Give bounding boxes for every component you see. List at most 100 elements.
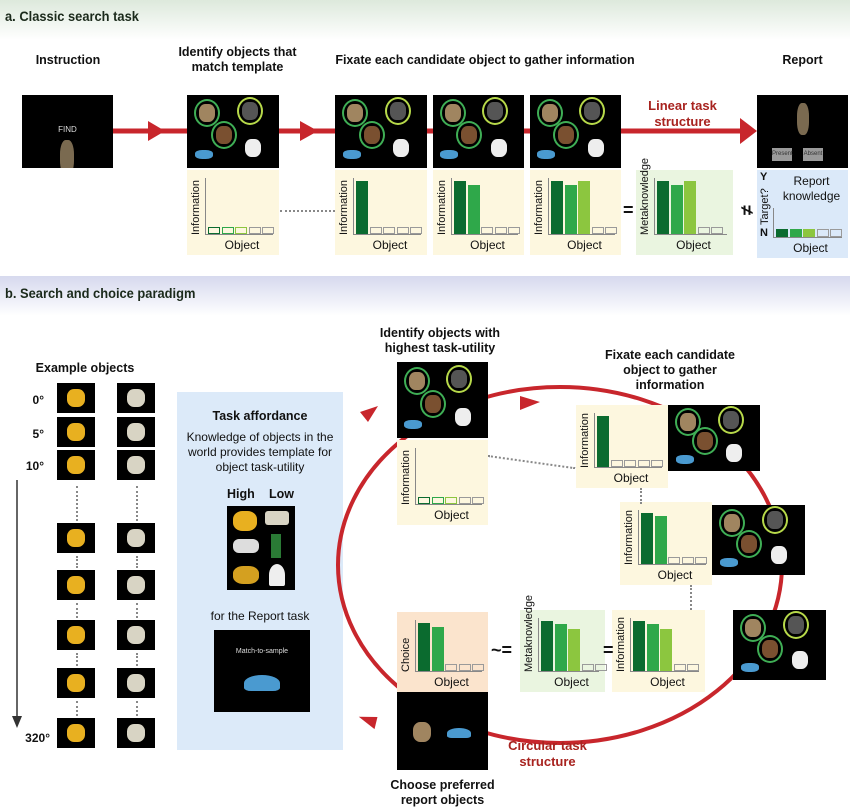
chart-axes (654, 178, 727, 235)
duck-object (67, 389, 85, 407)
fixation-ring (210, 121, 237, 150)
search-display (530, 95, 621, 168)
car-object (537, 150, 556, 160)
bowl-thumbnail (117, 620, 155, 650)
chart-bar (383, 227, 395, 234)
chart-bar (697, 227, 710, 234)
duck-thumbnail (57, 570, 95, 600)
approx-equals-sign: ~= (491, 640, 513, 660)
bowl-thumbnail (117, 450, 155, 480)
fixation-ring (719, 508, 746, 537)
chart-ylabel: Information (615, 616, 627, 672)
fixation-ring (440, 99, 467, 128)
chart-bar (660, 628, 672, 671)
example-objects-label: Example objects (35, 361, 135, 375)
chart-xlabel: Object (567, 238, 602, 252)
dotted-connector (136, 603, 138, 618)
angle-label: 320° (25, 731, 50, 745)
chart-xlabel: Object (554, 675, 589, 689)
high-label: High (227, 487, 255, 501)
chart-xlabel: Object (470, 238, 505, 252)
bowl-object (127, 456, 145, 474)
chart-ylabel: Choice (400, 637, 412, 672)
car-object (244, 675, 280, 691)
fixation-ring (342, 99, 369, 128)
search-display (668, 405, 760, 471)
step-fixate: Fixate each candidate object to gather i… (335, 53, 635, 67)
duck-thumbnail (57, 668, 95, 698)
fixation-ring (537, 99, 564, 128)
clock-object (791, 651, 808, 670)
search-display (335, 95, 427, 168)
chart-xlabel: Object (793, 241, 828, 255)
duck-object (67, 674, 85, 692)
chart-bar (711, 227, 723, 234)
choice-display (397, 692, 488, 770)
chart-ylabel: Information (436, 179, 448, 235)
match-to-sample-text: Match-to-sample (235, 648, 289, 655)
angle-label: 5° (32, 427, 44, 441)
chart-axes (594, 413, 663, 468)
absent-button[interactable]: Absent (803, 148, 823, 161)
choose-label: Choose preferred report objects (390, 778, 495, 807)
car-object (740, 662, 759, 672)
chart-bar (356, 181, 368, 234)
duck-object (67, 456, 85, 474)
bowl-thumbnail (117, 523, 155, 553)
chart-xlabel: Object (224, 238, 260, 252)
chart-ylabel: Information (579, 412, 591, 468)
chart-bar (369, 227, 382, 234)
chart-bar (595, 664, 607, 671)
shuttlecock-object (269, 564, 285, 586)
fixation-ring (736, 529, 763, 558)
present-button[interactable]: Present (772, 148, 793, 161)
section-a-title: a. Classic search task (5, 8, 139, 24)
chart-bar (687, 664, 699, 671)
chart-xlabel: Object (650, 675, 685, 689)
chart-bar (418, 497, 430, 504)
duck-object (67, 626, 85, 644)
circular-task-label: Circular task structure (508, 738, 587, 769)
chart-bar (508, 227, 520, 234)
fixation-ring (691, 427, 718, 456)
fixation-ring (675, 407, 702, 436)
chart-bar (554, 623, 567, 671)
target-axis-n: N (760, 227, 768, 239)
chart-bar (458, 664, 471, 671)
bowl-object (127, 724, 145, 742)
chart-axes (548, 178, 617, 235)
chart-bar (591, 227, 604, 234)
match-to-sample-screen: Match-to-sample (214, 630, 310, 712)
chart-bar (668, 557, 680, 564)
fixation-ring (384, 97, 411, 126)
chart-bar (681, 557, 694, 564)
chart-xlabel: Object (434, 508, 469, 522)
duck-object (233, 511, 257, 531)
chart-xlabel: Object (676, 238, 711, 252)
clock-object (770, 546, 787, 565)
tiger-object (233, 566, 259, 584)
section-b-header (0, 276, 850, 316)
duck-thumbnail (57, 417, 95, 447)
chart-bar (670, 185, 683, 234)
car-object (447, 728, 471, 738)
search-display (712, 505, 805, 575)
chart-bar (646, 623, 659, 671)
bowl-object (127, 674, 145, 692)
chart-axes (451, 178, 520, 235)
chart-ylabel: Metaknowledge (523, 594, 535, 672)
report-knowledge-label: Report knowledge (782, 174, 841, 203)
chart-ylabel: Information (338, 179, 350, 235)
chart-bar (624, 460, 636, 467)
target-object (797, 103, 809, 135)
chart-ylabel: Metaknowledge (639, 157, 651, 235)
find-text: FIND (58, 125, 77, 134)
chart-bar (641, 513, 653, 564)
duck-object (67, 423, 85, 441)
